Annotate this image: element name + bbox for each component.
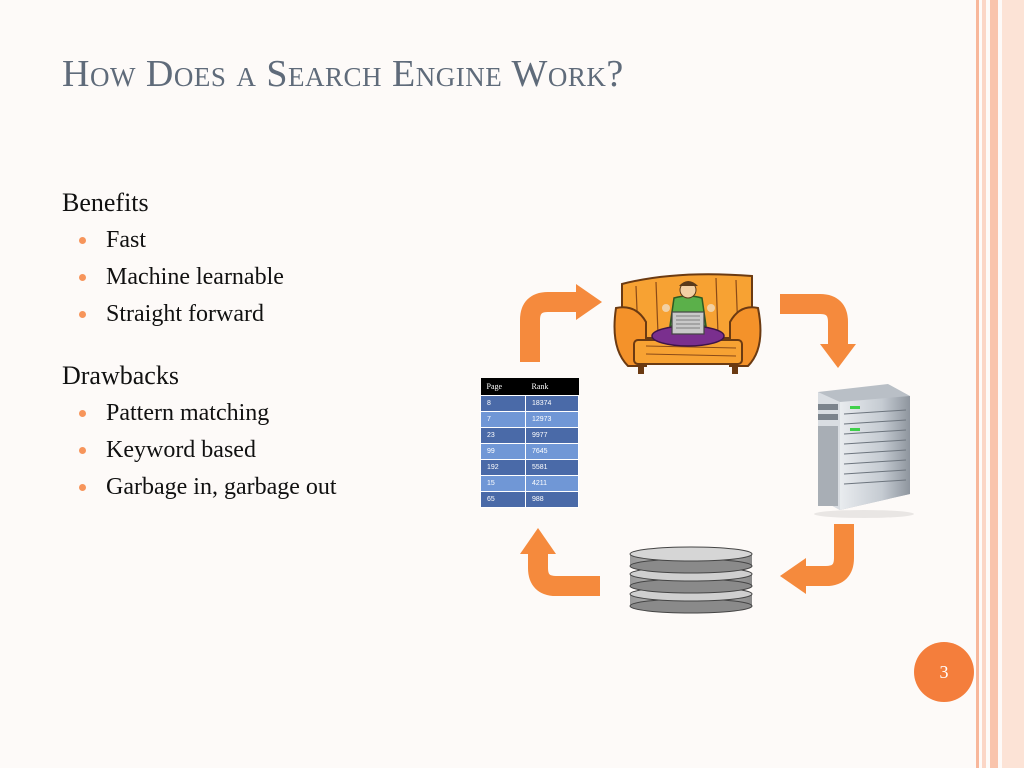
table-header-page: Page: [480, 378, 526, 396]
decor-stripe: [976, 0, 979, 768]
table-cell: 23: [480, 427, 526, 444]
cycle-arrow-icon: [520, 284, 602, 362]
list-item: Keyword based: [79, 432, 482, 469]
table-cell: 9977: [524, 427, 580, 444]
table-cell: 18374: [524, 395, 580, 412]
cycle-arrow-icon: [520, 528, 600, 596]
list-item: Pattern matching: [79, 395, 482, 432]
benefits-list: Fast Machine learnable Straight forward: [62, 222, 482, 333]
table-header-rank: Rank: [525, 378, 579, 396]
table-cell: 99: [480, 443, 526, 460]
table-cell: 15: [480, 475, 526, 492]
cycle-arrow-icon: [780, 524, 854, 594]
decor-stripe: [990, 0, 998, 768]
list-item: Straight forward: [79, 296, 482, 333]
decor-stripe: [982, 0, 986, 768]
table-cell: 7645: [524, 443, 580, 460]
decor-stripe: [1002, 0, 1024, 768]
slide-content: Benefits Fast Machine learnable Straight…: [62, 186, 482, 506]
slide-title: How Does a Search Engine Work?: [62, 53, 624, 95]
table-cell: 65: [480, 491, 526, 508]
right-decor-bars: [976, 0, 1024, 768]
database-icon: [629, 546, 753, 614]
table-cell: 4211: [524, 475, 580, 492]
table-cell: 8: [480, 395, 526, 412]
person-on-couch-icon: [613, 273, 762, 374]
table-cell: 988: [524, 491, 580, 508]
list-item: Fast: [79, 222, 482, 259]
table-cell: 12973: [524, 411, 580, 428]
page-number-badge: 3: [914, 642, 974, 702]
table-cell: 5581: [524, 459, 580, 476]
table-cell: 192: [480, 459, 526, 476]
table-cell: 7: [480, 411, 526, 428]
search-cycle-diagram: [520, 273, 914, 614]
list-item: Garbage in, garbage out: [79, 469, 482, 506]
drawbacks-heading: Drawbacks: [62, 361, 179, 390]
cycle-arrow-icon: [780, 294, 856, 368]
benefits-heading: Benefits: [62, 188, 149, 217]
drawbacks-list: Pattern matching Keyword based Garbage i…: [62, 395, 482, 506]
table-header-row: Page Rank: [480, 378, 579, 396]
server-icon: [814, 384, 914, 518]
list-item: Machine learnable: [79, 259, 482, 296]
